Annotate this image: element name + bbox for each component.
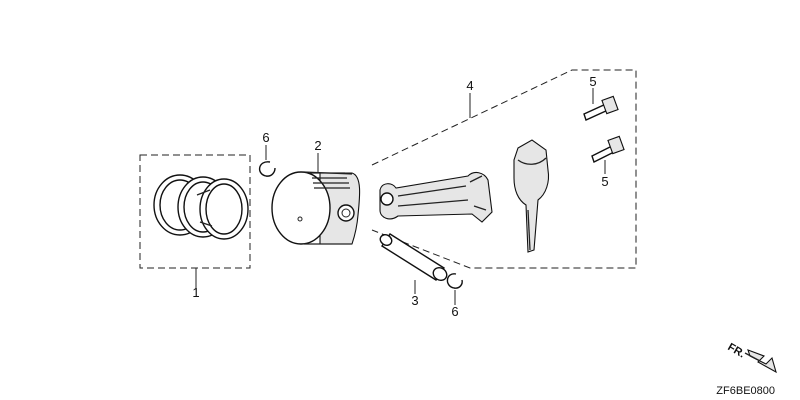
arrow-right-down-icon [744, 349, 777, 374]
callout-1: 1 [192, 285, 199, 300]
callout-5-upper: 5 [589, 74, 596, 89]
diagram-code: ZF6BE0800 [716, 385, 775, 397]
callout-2: 2 [314, 138, 321, 153]
rod-bolt-lower [591, 135, 625, 163]
pin-clip-lower [446, 273, 463, 289]
pin-clip-upper [259, 161, 276, 177]
connecting-rod [379, 171, 493, 223]
callout-5-lower: 5 [601, 174, 608, 189]
rod-cap [513, 139, 550, 253]
callout-6-upper: 6 [262, 130, 269, 145]
direction-label: FR. [726, 341, 747, 360]
connecting-rod-assembly-outline [371, 69, 637, 269]
callout-3: 3 [411, 293, 418, 308]
piston-pin [379, 233, 448, 281]
callout-6-lower: 6 [451, 304, 458, 319]
callout-4: 4 [466, 78, 473, 93]
piston-ring-set [139, 154, 251, 269]
piston-ring-3 [199, 178, 249, 240]
piston [271, 171, 361, 245]
rod-bolt-upper [583, 95, 619, 121]
